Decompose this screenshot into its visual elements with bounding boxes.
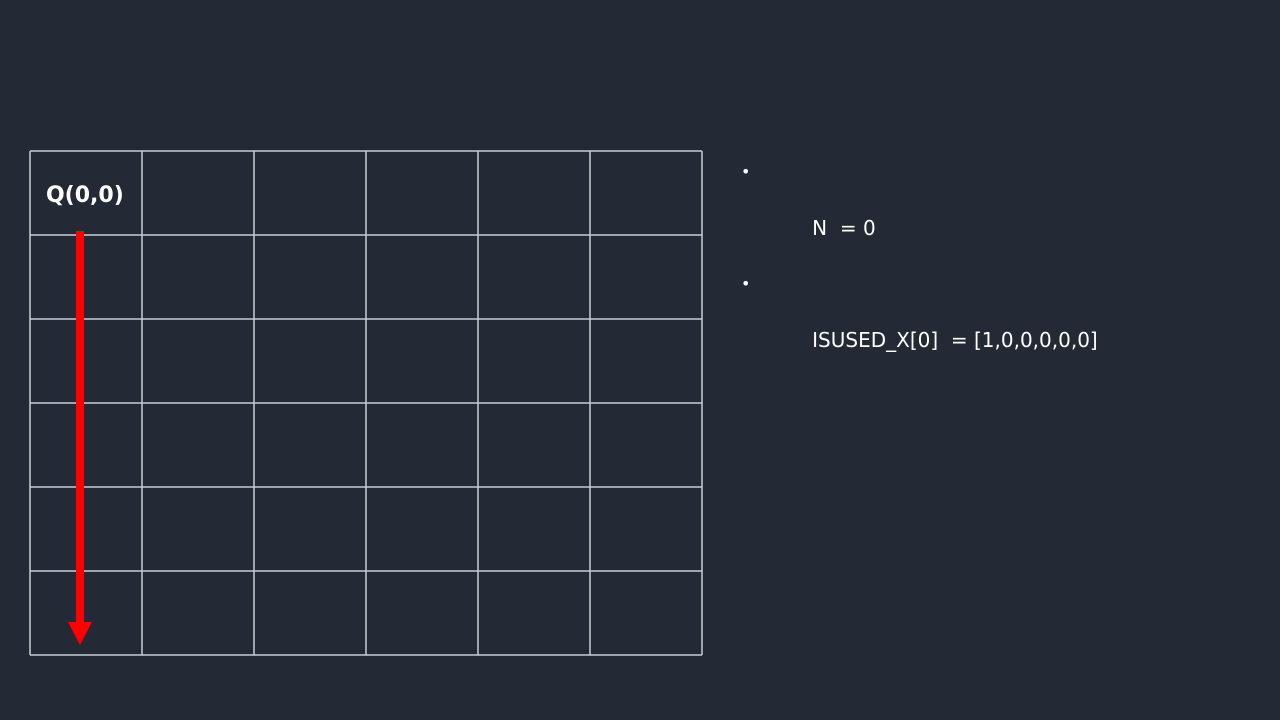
queen-label: Q(0,0) [46,183,124,208]
info-text-n: N = 0 [812,216,876,240]
bullet-icon: • [741,162,751,181]
arrow-shaft [76,231,84,622]
arrow-head [68,622,92,645]
bullet-icon: • [741,274,751,293]
info-text-isused: ISUSED_X[0] = [1,0,0,0,0,0] [812,328,1098,352]
down-arrow-icon [68,231,92,645]
info-list: • N = 0 • ISUSED_X[0] = [1,0,0,0,0,0] [741,158,1098,382]
info-item-isused: • ISUSED_X[0] = [1,0,0,0,0,0] [741,270,1098,382]
info-item-n: • N = 0 [741,158,1098,270]
board-grid [29,150,703,656]
